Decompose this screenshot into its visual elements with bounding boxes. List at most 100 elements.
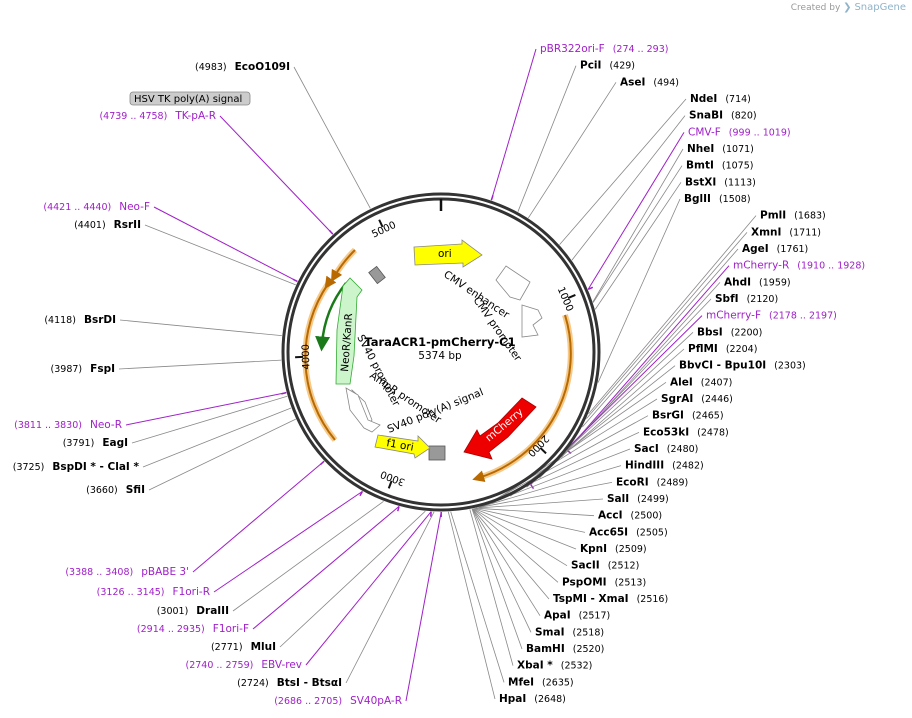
- site-label[interactable]: AccI(2500): [598, 510, 662, 522]
- label-name: TK-pA-R: [174, 110, 216, 122]
- site-label[interactable]: (3001)DraIII: [157, 605, 229, 617]
- site-label[interactable]: (3791)EagI: [63, 437, 128, 449]
- leader-line: [597, 198, 681, 383]
- leader-line: [586, 232, 748, 419]
- leader-line: [148, 418, 296, 491]
- leader-line: [481, 415, 649, 507]
- plasmid-size: 5374 bp: [418, 350, 462, 362]
- site-label[interactable]: SalI(2499): [607, 493, 669, 505]
- site-label[interactable]: Eco53kI(2478): [643, 426, 729, 438]
- primer-label[interactable]: (4739 .. 4758)TK-pA-R: [99, 110, 216, 122]
- site-label[interactable]: XbaI *(2532): [517, 660, 592, 672]
- label-pos: (2407): [701, 377, 733, 388]
- label-name: FspI: [90, 363, 115, 375]
- label-name: SV40pA-R: [350, 695, 402, 707]
- site-label[interactable]: SacI(2480): [634, 443, 698, 455]
- site-label[interactable]: (4118)BsrDI: [44, 314, 116, 326]
- label-pos: (2532): [561, 661, 593, 672]
- primer-label[interactable]: (4421 .. 4440)Neo-F: [43, 201, 150, 213]
- site-label[interactable]: MfeI(2635): [508, 676, 574, 688]
- tick-label: 3000: [379, 468, 407, 487]
- site-label[interactable]: (2724)BtsI - BtsαI: [237, 677, 342, 689]
- site-label[interactable]: SacII(2512): [571, 560, 639, 572]
- label-pos: (2303): [774, 361, 806, 372]
- primer-label[interactable]: mCherry-F(2178 .. 2197): [706, 310, 837, 322]
- primer-label[interactable]: (2686 .. 2705)SV40pA-R: [274, 695, 402, 707]
- site-label[interactable]: ApaI(2517): [544, 610, 610, 622]
- site-label[interactable]: (3660)SfiI: [86, 484, 145, 496]
- site-label[interactable]: PciI(429): [580, 60, 635, 72]
- site-label[interactable]: XmnI(1711): [751, 226, 821, 238]
- site-label[interactable]: AgeI(1761): [742, 243, 808, 255]
- primer-label[interactable]: CMV-F(999 .. 1019): [688, 126, 791, 138]
- label-pos: (2509): [615, 544, 647, 555]
- site-label[interactable]: HindIII(2482): [625, 460, 704, 472]
- site-label[interactable]: SmaI(2518): [535, 626, 604, 638]
- site-label[interactable]: NheI(1071): [687, 143, 754, 155]
- leader-line: [475, 507, 595, 517]
- primer-label[interactable]: (2914 .. 2935)F1ori-F: [137, 623, 249, 635]
- site-label[interactable]: HpaI (2648): [499, 693, 566, 705]
- hsv-tk-tag-label: HSV TK poly(A) signal: [134, 94, 242, 105]
- site-label[interactable]: (4401)RsrII: [74, 219, 141, 231]
- primer-label[interactable]: pBR322ori-F(274 .. 293): [540, 43, 668, 55]
- label-name: RsrII: [114, 219, 141, 231]
- site-label[interactable]: PflMI(2204): [688, 343, 757, 355]
- site-label[interactable]: PmlI(1683): [760, 210, 826, 222]
- label-name: MfeI: [508, 676, 534, 688]
- leader-line: [118, 359, 282, 370]
- site-label[interactable]: BglII(1508): [684, 193, 751, 205]
- site-label[interactable]: SbfI(2120): [715, 293, 778, 305]
- primer-label[interactable]: (3388 .. 3408)pBABE 3': [65, 566, 189, 578]
- site-label[interactable]: SnaBI(820): [689, 110, 757, 122]
- leader-line: [477, 481, 613, 509]
- site-label[interactable]: SgrAI(2446): [661, 393, 733, 405]
- label-extra: *: [544, 660, 554, 672]
- tick-mark: [387, 480, 393, 489]
- site-label[interactable]: PspOMI(2513): [562, 576, 646, 588]
- primer-label[interactable]: (2740 .. 2759)EBV-rev: [186, 659, 303, 671]
- site-label[interactable]: (2771)MluI: [211, 641, 276, 653]
- site-label[interactable]: BbsI(2200): [697, 326, 762, 338]
- site-label[interactable]: KpnI(2509): [580, 543, 647, 555]
- site-label[interactable]: BmtI(1075): [686, 160, 753, 172]
- site-label[interactable]: AseI(494): [620, 76, 679, 88]
- feature-cmv-promoter: [521, 304, 543, 338]
- leader-line: [345, 511, 435, 684]
- label-name: XmnI: [751, 226, 781, 238]
- site-label[interactable]: (3987)FspI: [51, 363, 115, 375]
- site-label[interactable]: BstXI(1113): [685, 176, 756, 188]
- site-label[interactable]: (3725)BspDI * - ClaI *: [13, 461, 140, 473]
- site-label[interactable]: AleI(2407): [670, 376, 732, 388]
- site-label[interactable]: BsrGI(2465): [652, 410, 724, 422]
- label-name: HpaI: [499, 693, 526, 705]
- label-pos: (2446): [701, 394, 733, 405]
- site-label[interactable]: (4983)EcoO109I: [195, 61, 290, 73]
- label-extra: - ClaI *: [96, 461, 140, 473]
- primer-tick: [490, 195, 494, 201]
- leader-line: [475, 498, 604, 509]
- label-extra: - XmaI: [587, 593, 629, 605]
- site-label[interactable]: Acc65I(2505): [589, 526, 668, 538]
- site-label[interactable]: NdeI(714): [690, 93, 751, 105]
- label-name: MluI: [251, 641, 276, 653]
- site-label[interactable]: BamHI(2520): [526, 643, 604, 655]
- primer-label[interactable]: (3126 .. 3145)F1ori-R: [97, 586, 210, 598]
- site-label[interactable]: BbvCI - Bpu10I(2303): [679, 360, 806, 372]
- label-name: TspMI: [553, 593, 587, 605]
- leader-line: [478, 465, 622, 508]
- label-name: SnaBI: [689, 110, 723, 122]
- primer-label[interactable]: (3811 .. 3830)Neo-R: [14, 419, 122, 431]
- primer-tick: [328, 229, 334, 235]
- site-label[interactable]: EcoRI(2489): [616, 476, 688, 488]
- leader-line: [472, 508, 550, 600]
- leader-line: [232, 501, 384, 612]
- site-label[interactable]: AhdI(1959): [724, 276, 791, 288]
- label-pos: (2648): [534, 694, 566, 705]
- orf-left-small-core: [330, 249, 356, 283]
- feature-neor-kanr: [335, 277, 363, 385]
- site-label[interactable]: TspMI - XmaI(2516): [553, 593, 668, 605]
- primer-label[interactable]: mCherry-R(1910 .. 1928): [733, 260, 865, 272]
- label-name: BspDI *: [52, 461, 96, 473]
